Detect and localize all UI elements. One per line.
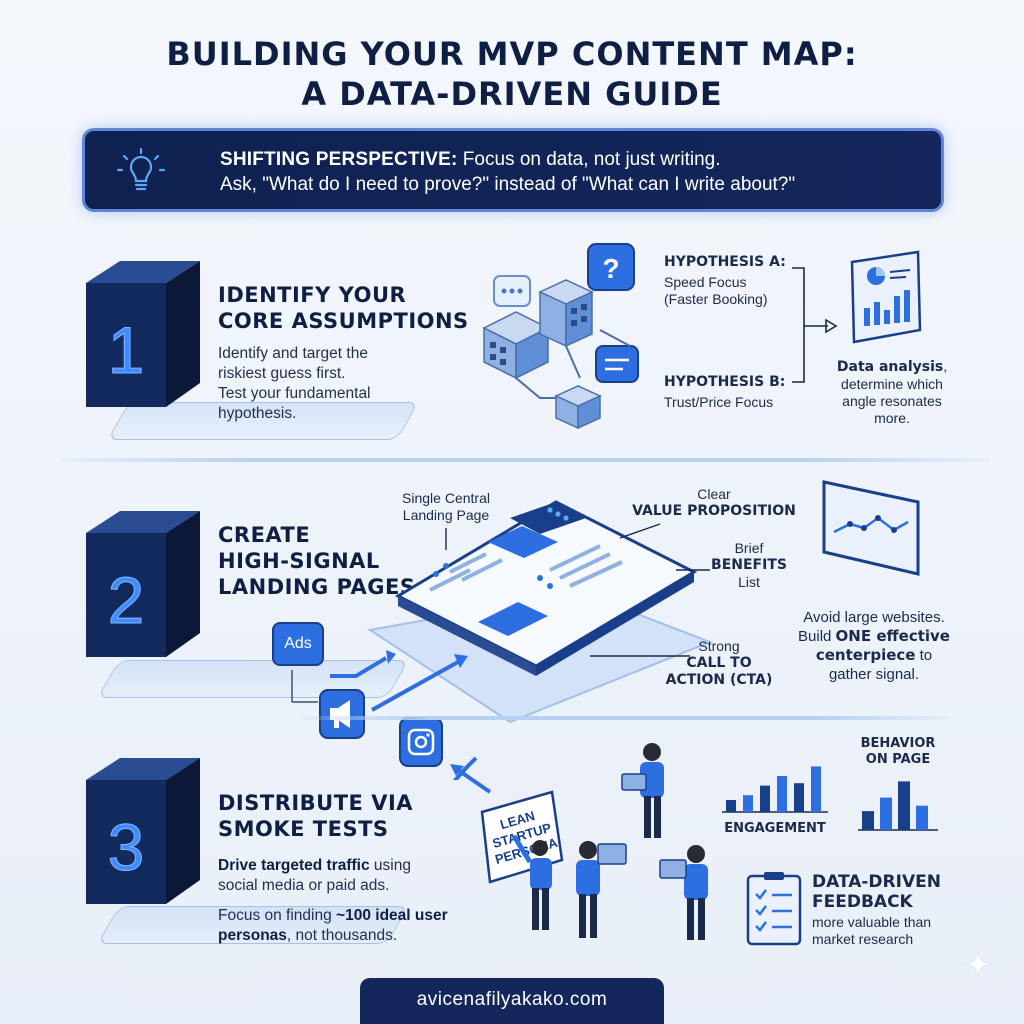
megaphone-icon — [319, 689, 365, 739]
step-3-number: 3 — [108, 810, 145, 884]
benefits-label: Brief BENEFITS List — [711, 540, 787, 590]
section-divider-1 — [60, 458, 990, 462]
chart-bar — [880, 797, 892, 830]
chart-bar — [862, 811, 874, 830]
step-1-number: 1 — [108, 313, 145, 387]
hypothesis-bracket — [792, 267, 838, 383]
chart-bar — [811, 766, 821, 812]
behavior-chart — [858, 781, 938, 831]
step-2-cube: 2 — [86, 511, 200, 657]
step-1-body: Identify and target the riskiest guess f… — [218, 345, 371, 422]
person-icon — [576, 841, 627, 938]
leader-lines — [445, 523, 710, 657]
banner-text: SHIFTING PERSPECTIVE: Focus on data, not… — [220, 147, 930, 197]
chat-bubble-icon — [493, 275, 531, 307]
hypothesis-a: HYPOTHESIS A: Speed Focus (Faster Bookin… — [664, 254, 786, 307]
building-icon — [482, 311, 550, 380]
line-chart-screen-icon — [822, 480, 920, 576]
chart-bar — [898, 781, 910, 830]
chart-bar — [916, 805, 928, 830]
person-icon — [621, 743, 664, 838]
chart-bar — [777, 776, 787, 812]
banner-label: SHIFTING PERSPECTIVE: — [220, 149, 458, 170]
hypothesis-b: HYPOTHESIS B: Trust/Price Focus — [664, 374, 786, 410]
step-1-cube: 1 — [86, 261, 200, 407]
people-illustration — [511, 743, 708, 940]
footer-url[interactable]: avicenafilyakako.com — [360, 978, 664, 1024]
message-bubble-icon — [595, 345, 639, 383]
ads-icon: Ads — [272, 622, 324, 666]
chart-bar — [794, 783, 804, 812]
engagement-label: ENGAGEMENT — [724, 821, 826, 836]
avoid-note: Avoid large websites. Build ONE effectiv… — [798, 609, 950, 683]
value-prop-label: Clear VALUE PROPOSITION — [632, 486, 796, 519]
perspective-banner: SHIFTING PERSPECTIVE: Focus on data, not… — [82, 128, 944, 212]
traffic-arrows — [291, 650, 478, 780]
title-line-2: A DATA-DRIVEN GUIDE — [301, 75, 723, 113]
title-line-1: BUILDING YOUR MVP CONTENT MAP: — [166, 35, 858, 73]
step-3-cube: 3 — [86, 758, 200, 904]
engagement-chart — [722, 766, 828, 813]
step-3-body: Drive targeted traffic using social medi… — [218, 857, 448, 944]
page-title: BUILDING YOUR MVP CONTENT MAP: A DATA-DR… — [0, 34, 1024, 114]
single-landing-label: Single Central Landing Page — [402, 490, 490, 523]
banner-line-2: Ask, "What do I need to prove?" instead … — [220, 174, 796, 195]
chart-bar — [743, 795, 753, 812]
landing-page-illustration — [367, 500, 713, 724]
person-icon — [511, 834, 552, 930]
step-2-heading: CREATE HIGH-SIGNAL LANDING PAGES — [218, 523, 416, 599]
person-icon — [659, 845, 708, 940]
banner-line-1: Focus on data, not just writing. — [462, 149, 721, 170]
cta-label: Strong CALL TO ACTION (CTA) — [665, 638, 773, 688]
sign-arrow — [450, 764, 492, 794]
section-divider-2 — [300, 716, 950, 720]
step-3-heading: DISTRIBUTE VIA SMOKE TESTS — [218, 791, 414, 841]
chart-bar — [726, 800, 736, 812]
feedback-note: DATA-DRIVEN FEEDBACK more valuable than … — [812, 872, 941, 947]
lightbulb-icon — [116, 147, 166, 191]
buildings-illustration: ? — [482, 243, 639, 430]
svg-text:?: ? — [602, 253, 619, 284]
behavior-label: BEHAVIOR ON PAGE — [860, 736, 936, 767]
building-icon — [554, 385, 602, 430]
analytics-screen-icon — [850, 250, 922, 344]
building-icon — [538, 279, 594, 348]
checklist-icon — [746, 872, 802, 946]
step-1-heading: IDENTIFY YOUR CORE ASSUMPTIONS — [218, 283, 469, 333]
social-media-icon — [399, 717, 443, 767]
step-2-number: 2 — [108, 563, 145, 637]
data-analysis-note: Data analysis, determine which angle res… — [836, 358, 948, 426]
question-bubble-icon: ? — [587, 243, 635, 291]
chart-bar — [760, 785, 770, 812]
sparkle-icon — [963, 949, 993, 979]
landing-page-mockup — [394, 500, 698, 676]
